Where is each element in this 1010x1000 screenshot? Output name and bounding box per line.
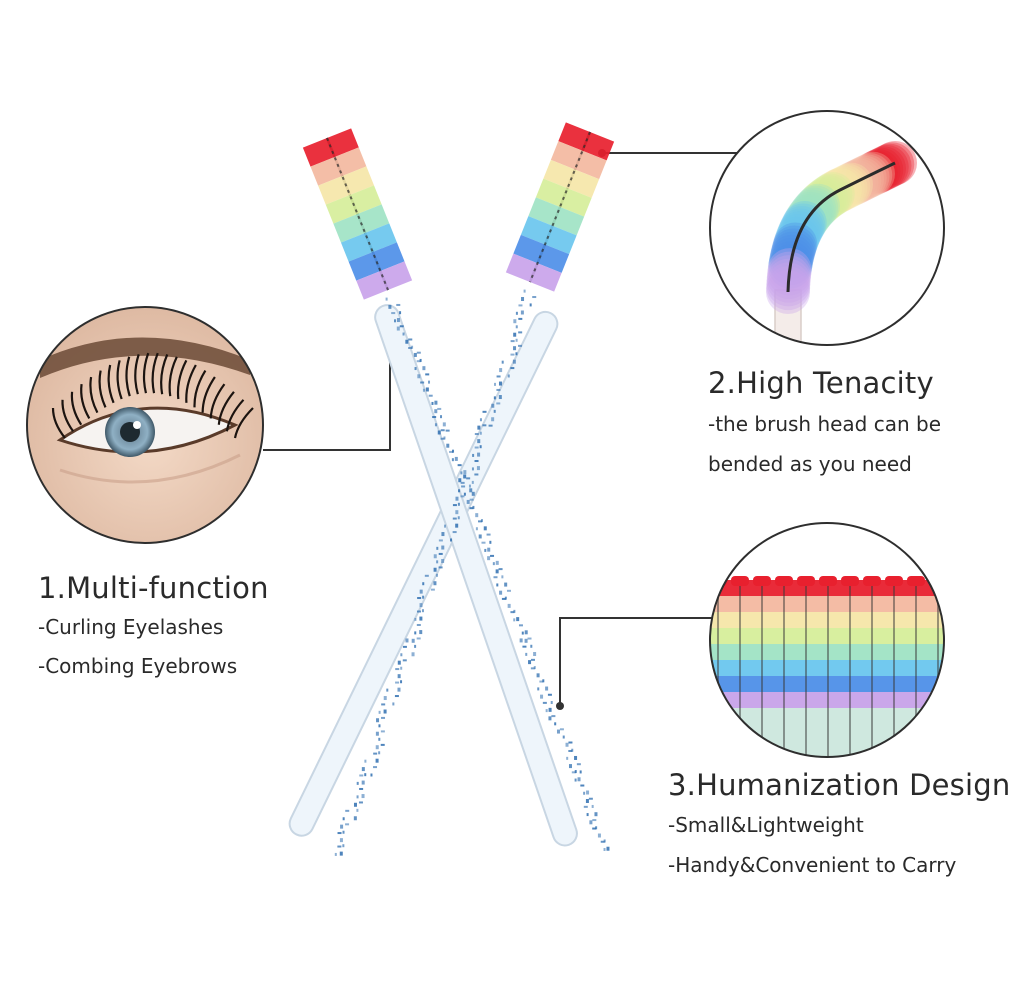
feature-line: -the brush head can be <box>708 412 942 436</box>
brush-head-left <box>302 128 413 300</box>
feature-line: bended as you need <box>708 452 912 476</box>
spoolie-brush-left <box>374 304 578 847</box>
feature-line: -Small&Lightweight <box>668 813 864 837</box>
leader-lines <box>263 152 740 706</box>
feature-line: -Handy&Convenient to Carry <box>668 853 957 877</box>
brush-bundle-closeup-icon <box>709 522 945 758</box>
feature-title: 2.High Tenacity <box>708 366 934 400</box>
eye-closeup-icon <box>26 306 264 544</box>
feature-humanization-design: 3.Humanization Design -Small&Lightweight… <box>668 765 1010 885</box>
feature-high-tenacity: 2.High Tenacity -the brush head can be b… <box>708 362 941 484</box>
bent-brush-closeup-icon <box>709 110 945 346</box>
feature-multi-function: 1.Multi-function -Curling Eyelashes -Com… <box>38 568 269 686</box>
leader-line-3 <box>559 617 712 706</box>
leader-line-1 <box>263 337 391 451</box>
feature-title: 1.Multi-function <box>38 571 269 605</box>
feature-line: -Combing Eyebrows <box>38 654 238 678</box>
handle-glitter <box>334 289 610 856</box>
feature-title: 3.Humanization Design <box>668 768 1010 802</box>
feature-line: -Curling Eyelashes <box>38 615 224 639</box>
spoolie-brush-right <box>288 310 559 837</box>
brush-head-right <box>505 122 615 292</box>
